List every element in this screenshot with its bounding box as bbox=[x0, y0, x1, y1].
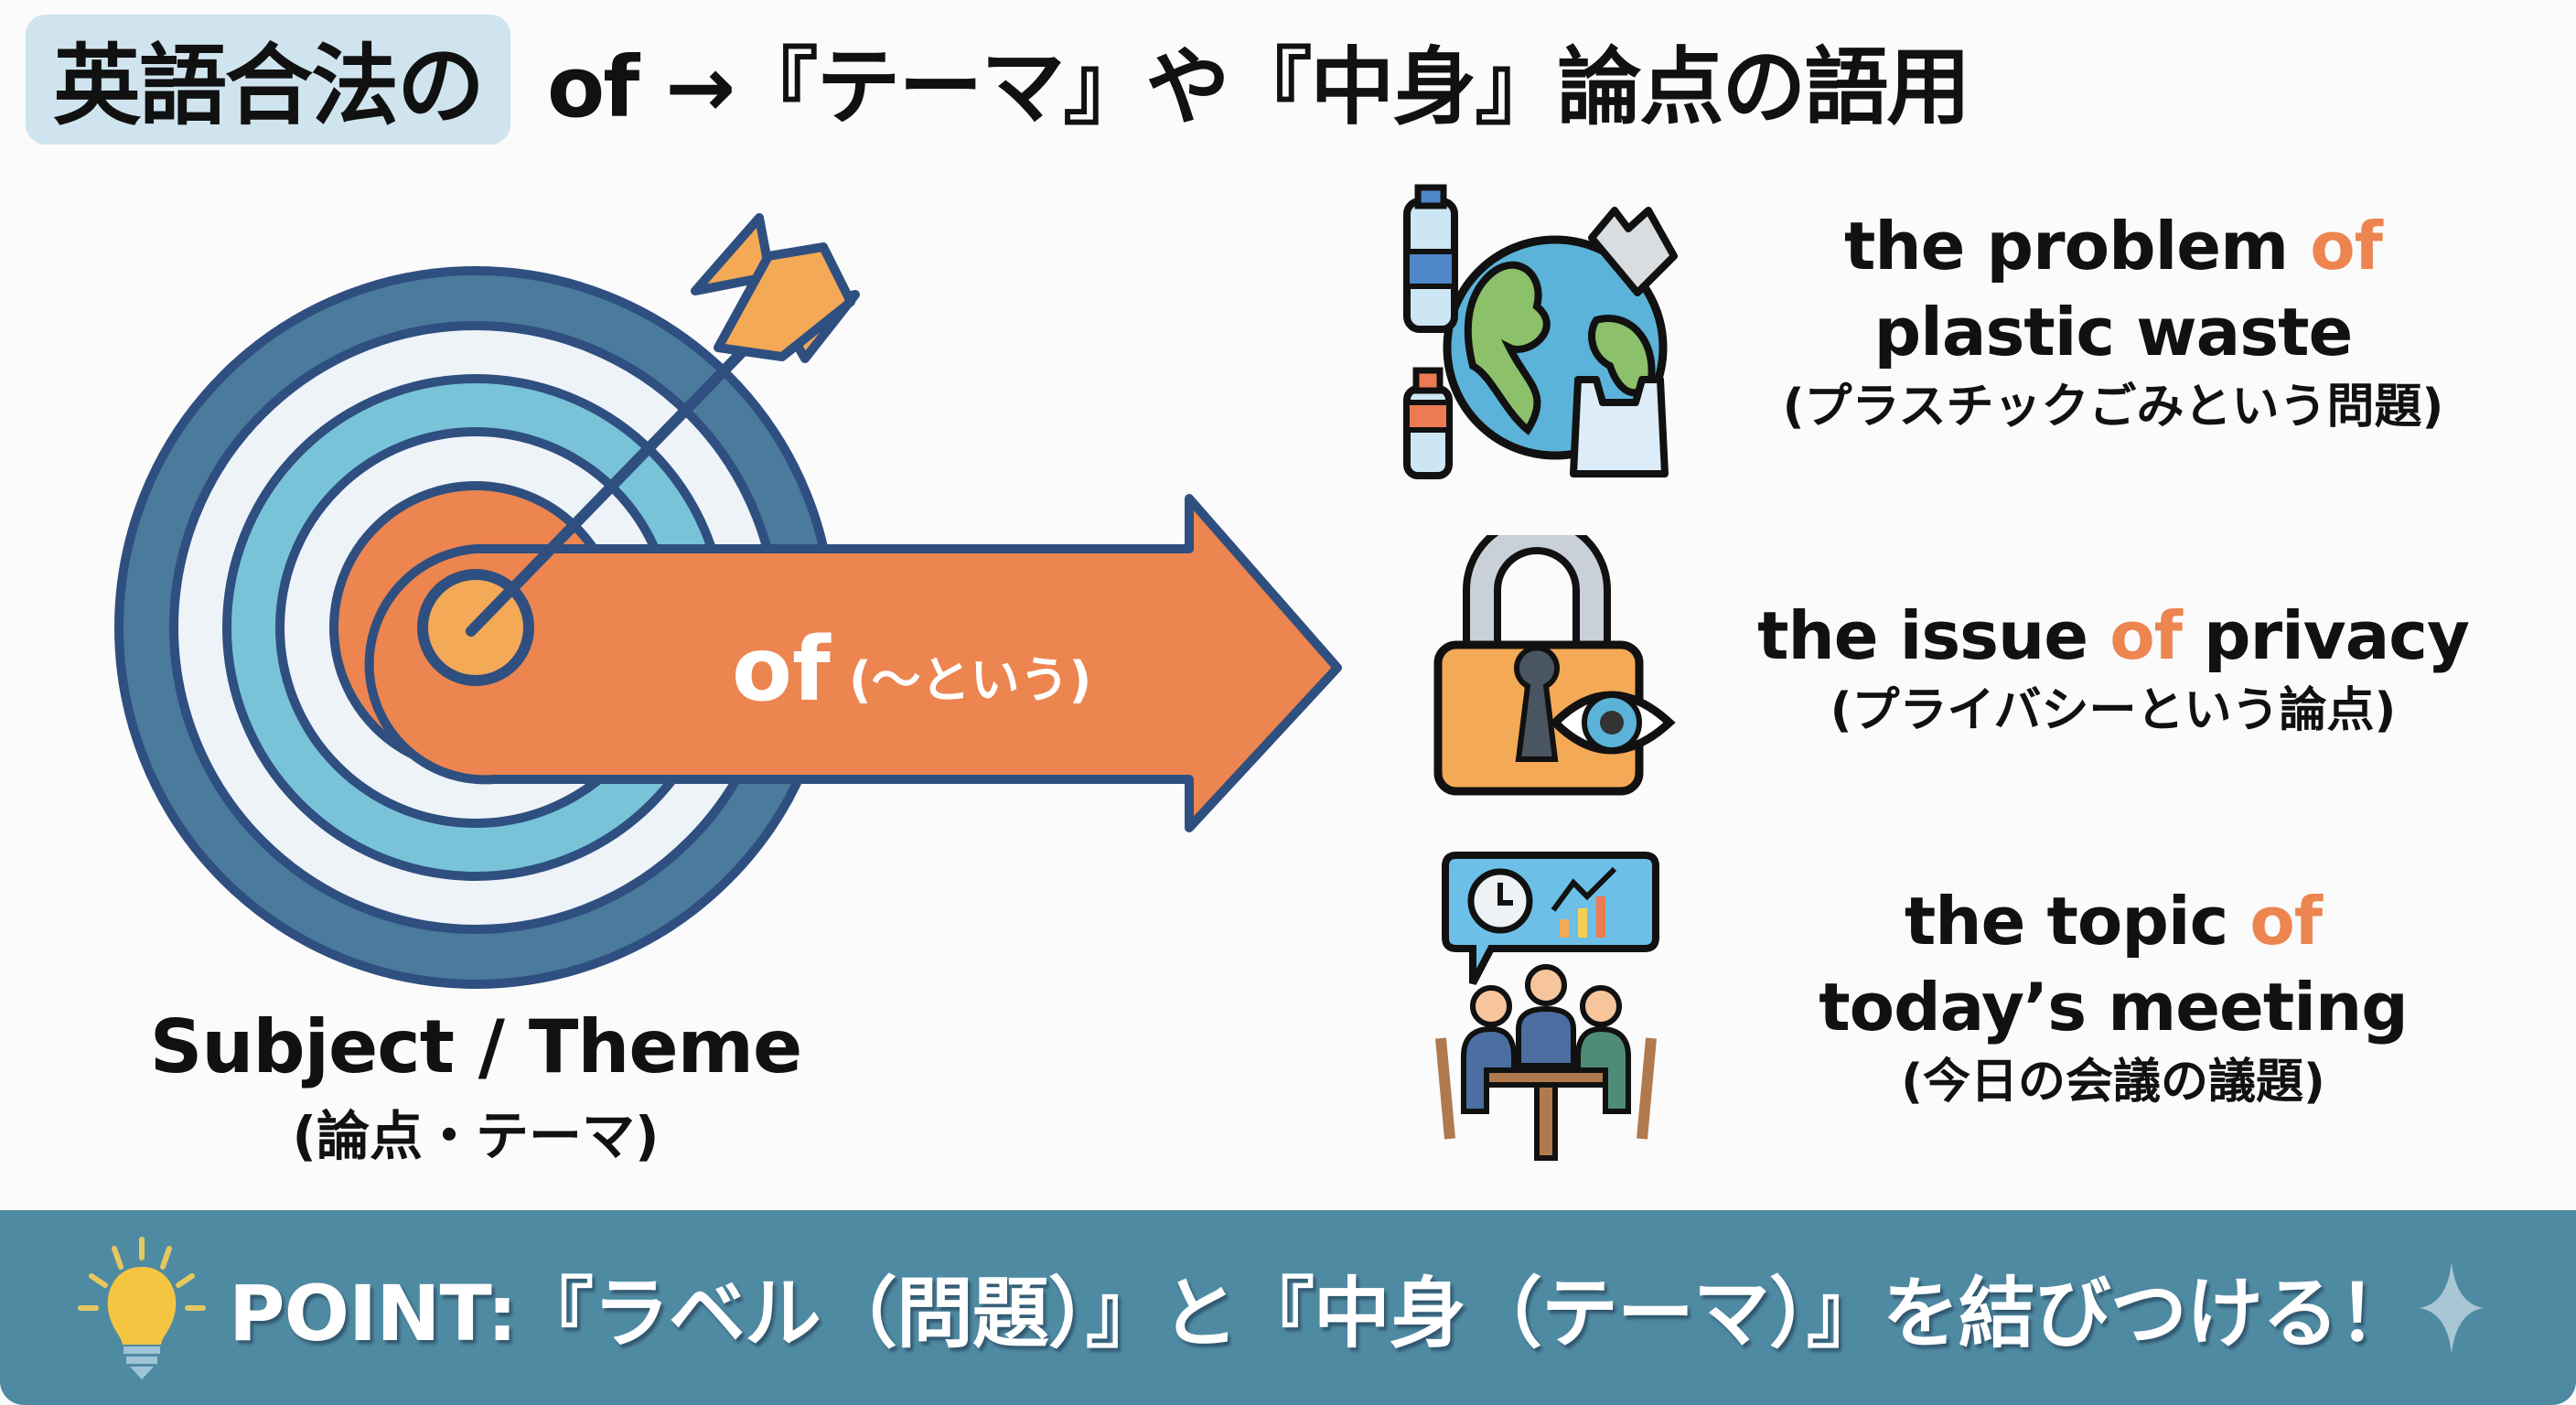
example-ja-text: (プライバシーという論点) bbox=[1830, 683, 2397, 738]
plastic-waste-globe-icon bbox=[1403, 184, 1678, 479]
example-plastic-waste: the problem of plastic waste (プラスチックごみとい… bbox=[1711, 203, 2516, 439]
arrow-sublabel: (〜という) bbox=[849, 651, 1091, 709]
point-bar: POINT:『ラベル（問題）』と『中身（テーマ）』を結びつける！ bbox=[0, 1210, 2576, 1405]
meeting-discussion-icon bbox=[1435, 852, 1659, 1161]
example-privacy: the issue of privacy (プライバシーという論点) bbox=[1711, 593, 2516, 743]
of-highlight: of bbox=[2109, 597, 2183, 674]
example-en-text: privacy bbox=[2181, 597, 2470, 674]
subject-en: Subject / Theme bbox=[149, 1004, 803, 1089]
arrow-label: of bbox=[732, 618, 832, 721]
page-title: of →『テーマ』や『中身』論点の語用 bbox=[547, 38, 1970, 136]
bullseye-target-icon: of (〜という) bbox=[114, 213, 1342, 989]
example-en-text: the topic bbox=[1904, 883, 2250, 960]
subject-ja: (論点・テーマ) bbox=[292, 1105, 660, 1167]
title-pill: 英語合法の bbox=[26, 15, 510, 145]
subject-label: Subject / Theme (論点・テーマ) bbox=[110, 1004, 842, 1170]
point-text: POINT:『ラベル（問題）』と『中身（テーマ）』を結びつける！ bbox=[229, 1269, 2415, 1358]
example-en-text: today’s meeting bbox=[1819, 969, 2409, 1046]
of-highlight: of bbox=[2249, 883, 2323, 960]
example-meeting: the topic of today’s meeting (今日の会議の議題) bbox=[1711, 878, 2516, 1114]
title-row: 英語合法の of →『テーマ』や『中身』論点の語用 bbox=[26, 13, 1970, 146]
example-en-text: the issue bbox=[1757, 597, 2110, 674]
example-ja-text: (今日の会議の議題) bbox=[1901, 1055, 2325, 1110]
of-highlight: of bbox=[2310, 208, 2383, 284]
padlock-eye-privacy-icon bbox=[1433, 535, 1676, 796]
example-ja-text: (プラスチックごみという問題) bbox=[1782, 380, 2444, 434]
lightbulb-icon bbox=[78, 1236, 206, 1379]
sparkle-icon bbox=[2419, 1261, 2484, 1354]
example-en-text: plastic waste bbox=[1873, 294, 2354, 370]
example-en-text: the problem bbox=[1843, 208, 2311, 284]
big-arrow-shape bbox=[364, 494, 1342, 832]
